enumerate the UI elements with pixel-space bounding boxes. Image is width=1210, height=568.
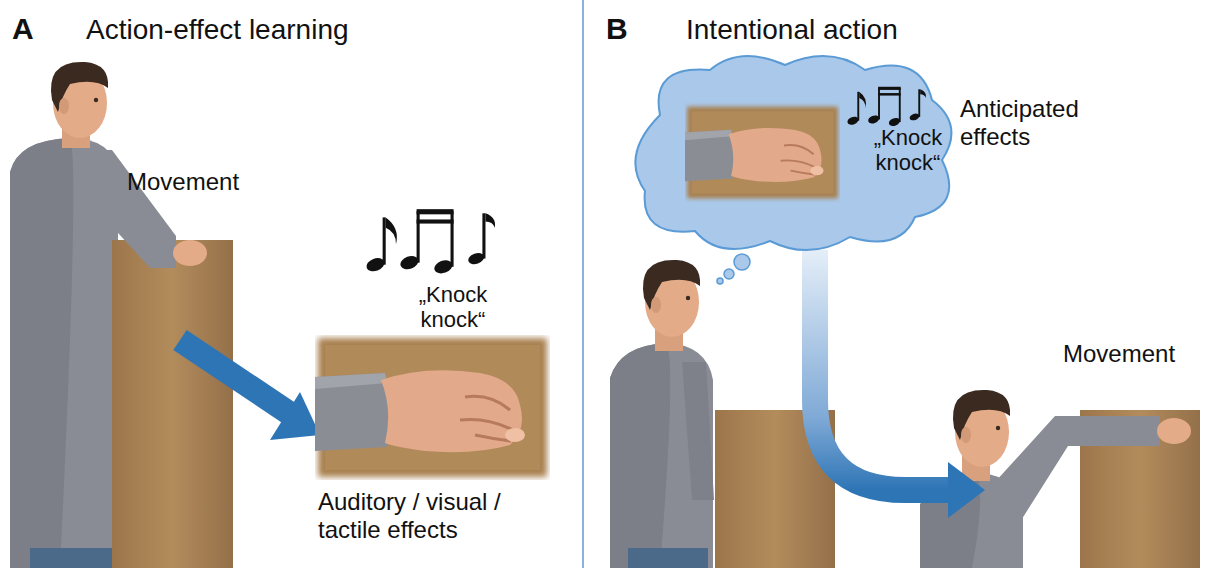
music-notes [365,209,495,276]
panel-title: Intentional action [686,14,898,46]
movement-label: Movement [1063,340,1175,368]
thought-cloud: „Knock knock“Anticipated effects [620,45,960,255]
effects-label: Auditory / visual / tactile effects [318,488,558,543]
panel-title: Action-effect learning [86,14,349,46]
hand-image [315,338,547,477]
intention-arrow [815,250,985,518]
person-a [10,62,118,568]
arm-a [88,150,207,268]
panel-letter: A [12,12,34,47]
node-heading: Anticipated effects [960,95,1110,150]
box [112,240,233,568]
sound-label: „Knock knock“ [858,125,958,176]
panel-letter: B [606,12,628,47]
sound-label: „Knock knock“ [398,282,508,333]
movement-label: Movement [127,168,239,196]
arm-b [995,416,1191,522]
person-b-left [610,260,714,568]
movement-arrow [180,340,320,440]
panel-divider [582,0,584,568]
thought-bubbles [717,254,750,284]
